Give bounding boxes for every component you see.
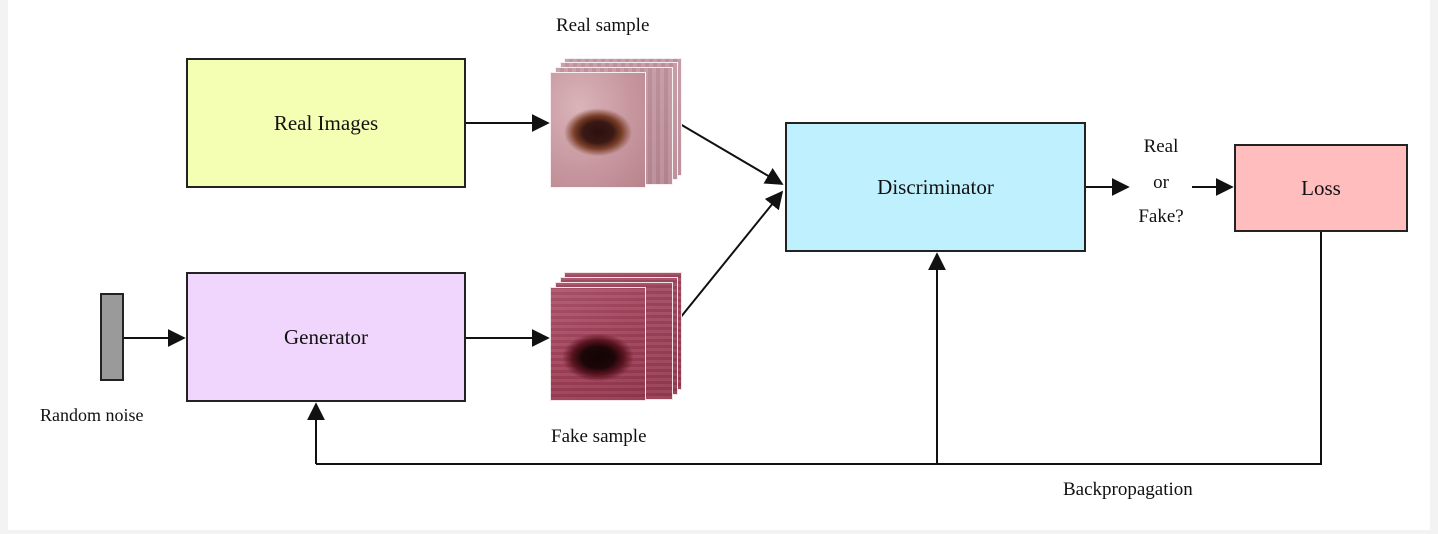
arrow-real-sample-to-discriminator bbox=[679, 123, 784, 185]
decision-line-2: or bbox=[1153, 172, 1169, 193]
discriminator-label: Discriminator bbox=[877, 174, 994, 199]
generator-box: Generator bbox=[186, 272, 466, 402]
decision-line-3: Fake? bbox=[1138, 206, 1184, 227]
real-sample-stack-icon bbox=[550, 58, 682, 190]
loss-label: Loss bbox=[1301, 175, 1341, 200]
fake-sample-stack-icon bbox=[550, 272, 682, 404]
fake-sample-image bbox=[550, 287, 646, 401]
real-sample-image bbox=[550, 72, 646, 188]
real-images-box: Real Images bbox=[186, 58, 466, 188]
discriminator-box: Discriminator bbox=[785, 122, 1086, 252]
loss-box: Loss bbox=[1234, 144, 1408, 232]
noise-vector-icon bbox=[100, 293, 124, 381]
decision-line-1: Real bbox=[1143, 136, 1179, 157]
fake-sample-label: Fake sample bbox=[551, 426, 647, 447]
random-noise-label: Random noise bbox=[40, 405, 144, 425]
backpropagation-label: Backpropagation bbox=[1063, 479, 1193, 500]
real-sample-label: Real sample bbox=[556, 15, 650, 36]
arrow-fake-sample-to-discriminator bbox=[679, 190, 784, 319]
backprop-loss-line bbox=[316, 231, 1322, 465]
generator-label: Generator bbox=[284, 324, 368, 349]
real-images-label: Real Images bbox=[273, 110, 379, 135]
